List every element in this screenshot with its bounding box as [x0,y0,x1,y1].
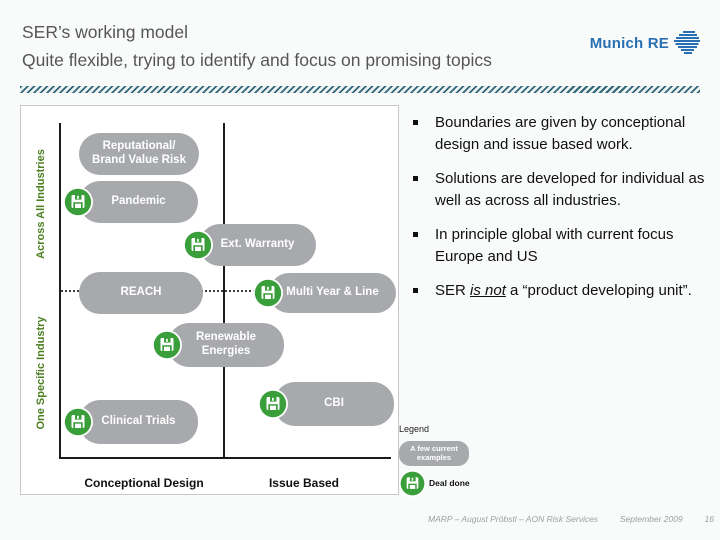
y-axis-label-top: Across All Industries [35,149,47,259]
bullet-text: Solutions are developed for individual a… [435,170,705,209]
bullet-text: a “product developing unit”. [505,282,692,299]
deal-done-icon [253,278,283,308]
legend-deal-done-row: Deal done [399,470,489,497]
deal-done-icon [63,407,93,437]
bullet-text: SER [435,282,471,299]
page-subtitle: Quite flexible, trying to identify and f… [22,50,492,70]
deal-done-icon [399,470,426,497]
legend: Legend A few current examples Deal done [399,424,489,497]
bullet-square-icon [413,288,418,293]
topic-box-renewable: Renewable Energies [168,323,284,367]
topic-box-label: Reputational/ Brand Value Risk [92,140,186,166]
munichre-logo: Munich RE [590,30,700,56]
footer-page-number: 16 [704,514,714,524]
footer-author: MARP – August Pröbstl – AON Risk Service… [428,514,599,524]
bullet-item: Boundaries are given by conceptional des… [408,112,714,155]
topic-box-multi-year: Multi Year & Line [269,273,396,313]
topic-box-label: Multi Year & Line [286,286,379,299]
topic-box-label: Renewable Energies [195,331,257,357]
topic-box-clinical-trials: Clinical Trials [79,400,198,444]
bullet-text: In principle global with current focus E… [435,226,674,265]
deal-done-icon [63,187,93,217]
topic-box-reach: REACH [79,272,203,314]
logo-bars-icon [674,31,700,54]
topic-box-label: REACH [120,286,162,299]
x-axis-label-right: Issue Based [268,476,340,490]
legend-examples-pill: A few current examples [399,441,469,466]
bullet-text: Boundaries are given by conceptional des… [435,114,686,153]
topic-box-label: Ext. Warranty [220,238,295,251]
y-axis-label-bottom: One Specific Industry [35,316,47,430]
topic-box-label: Clinical Trials [101,415,176,428]
deal-done-icon [258,389,288,419]
axis-line-bottom [59,457,391,459]
bullet-item: In principle global with current focus E… [408,224,714,267]
deal-done-icon [183,230,213,260]
page-title: SER’s working model [22,22,188,42]
deal-done-icon [152,330,182,360]
diagram-panel: Across All Industries One Specific Indus… [20,105,399,495]
legend-deal-done-label: Deal done [429,478,470,489]
topic-box-reputational: Reputational/ Brand Value Risk [79,133,199,175]
bullet-square-icon [413,120,418,125]
topic-box-label: CBI [324,397,344,410]
bullet-square-icon [413,232,418,237]
topic-box-label: Pandemic [111,195,166,208]
topic-box-pandemic: Pandemic [79,181,198,223]
logo-text: Munich RE [589,34,669,52]
bullet-square-icon [413,176,418,181]
footer: MARP – August Pröbstl – AON Risk Service… [428,514,714,524]
bullet-list: Boundaries are given by conceptional des… [408,112,714,315]
topic-box-cbi: CBI [274,382,394,426]
hatched-divider [20,86,700,93]
x-axis-label-left: Conceptional Design [84,476,204,490]
bullet-item: SER is not a “product developing unit”. [408,280,714,302]
footer-date: September 2009 [619,514,683,524]
bullet-item: Solutions are developed for individual a… [408,168,714,211]
topic-box-ext-warranty: Ext. Warranty [199,224,316,266]
bullet-text-emphasis: is not [470,282,506,299]
axis-line-left [59,123,61,459]
legend-title: Legend [399,424,430,434]
